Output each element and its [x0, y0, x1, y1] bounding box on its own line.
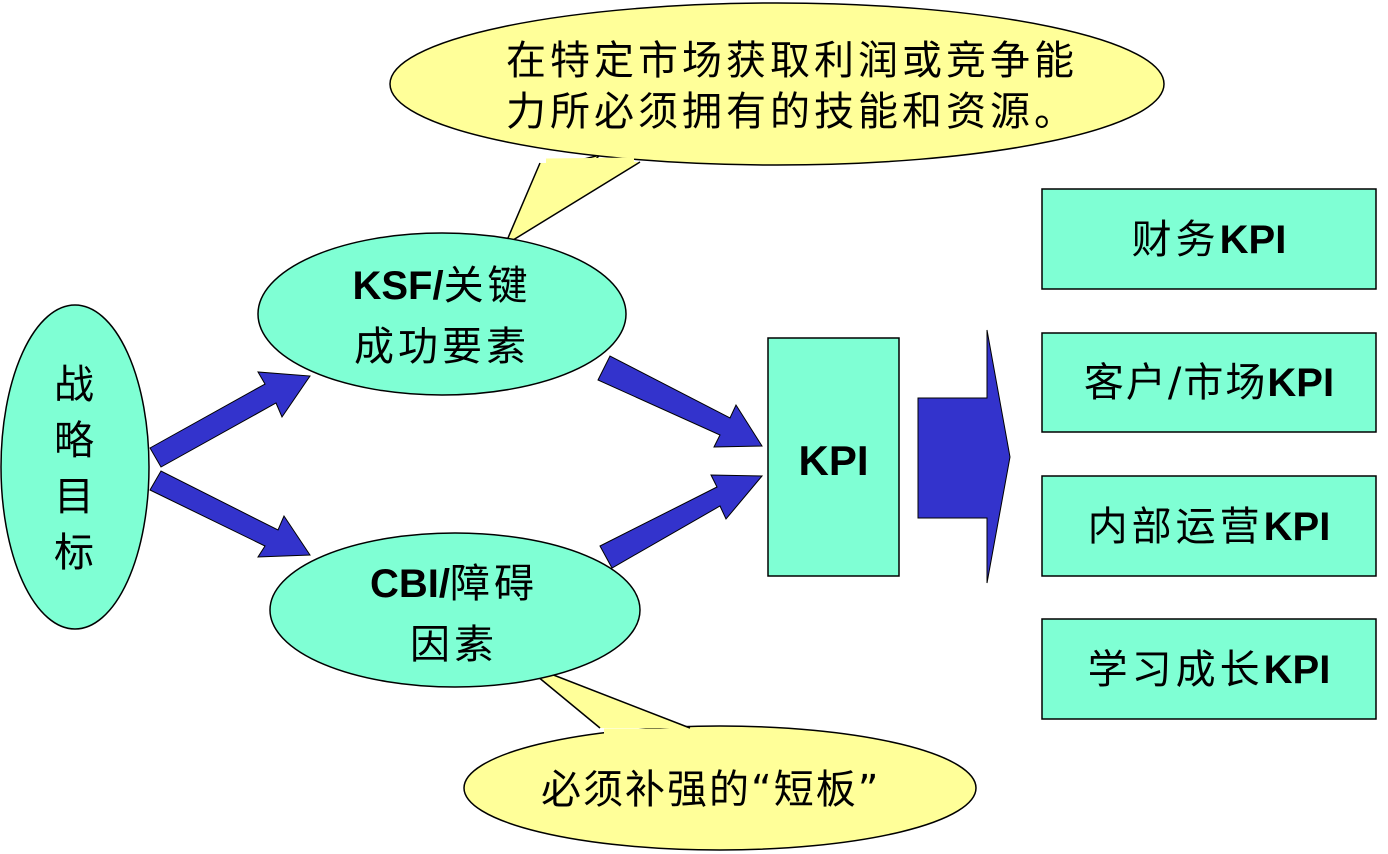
strategy-char-2: 略	[54, 418, 94, 464]
kpi-learning-suffix: KPI	[1263, 648, 1331, 692]
kpi-internal-prefix: 内部运营	[1087, 504, 1264, 550]
ksf-code: KSF/	[352, 264, 444, 308]
ksf-callout-line1: 在特定市场获取利润或竞争能	[506, 38, 1078, 84]
ksf-ellipse	[257, 232, 627, 396]
cbi-code: CBI/	[370, 562, 450, 606]
strategy-char-4: 标	[54, 530, 94, 576]
ksf-label: KSF/关键	[322, 266, 562, 306]
kpi-box-internal	[1041, 475, 1377, 577]
kpi-center-label: KPI	[798, 437, 869, 484]
arrow-strategy-to-cbi	[149, 470, 311, 558]
cbi-callout-bubble	[463, 661, 977, 851]
arrow-kpi-to-categories	[917, 329, 1011, 584]
arrow-cbi-to-kpi	[599, 474, 764, 569]
kpi-customer-prefix: 客户/市场	[1083, 360, 1268, 406]
strategy-label: 战 略 目 标	[54, 357, 98, 581]
strategy-ellipse	[0, 304, 150, 630]
ksf-callout-line2: 力所必须拥有的技能和资源。	[506, 89, 1078, 135]
cbi-ellipse	[269, 532, 641, 688]
ksf-label-line2: 成功要素	[354, 324, 530, 370]
kpi-label-customer: 客户/市场KPI	[1042, 363, 1376, 403]
kpi-finance-suffix: KPI	[1219, 218, 1287, 262]
kpi-finance-prefix: 财务	[1131, 217, 1220, 263]
cbi-label: CBI/障碍	[334, 564, 574, 604]
ksf-callout-bubble	[389, 2, 1165, 247]
kpi-box-customer	[1041, 332, 1377, 433]
strategy-char-1: 战	[54, 362, 94, 408]
cbi-title-rest: 障碍	[450, 561, 538, 607]
kpi-box-finance	[1041, 188, 1377, 290]
strategy-char-3: 目	[54, 474, 94, 520]
arrow-ksf-to-kpi	[597, 355, 763, 448]
ksf-title-rest: 关键	[443, 263, 532, 309]
kpi-box-learning	[1041, 618, 1377, 720]
cbi-label-line2: 因素	[410, 622, 498, 668]
kpi-customer-suffix: KPI	[1267, 361, 1335, 405]
kpi-center-box	[767, 337, 900, 577]
kpi-learning-prefix: 学习成长	[1087, 647, 1264, 693]
kpi-internal-suffix: KPI	[1263, 505, 1331, 549]
kpi-label-internal: 内部运营KPI	[1042, 507, 1376, 547]
cbi-callout-text: 必须补强的“短板”	[541, 767, 881, 813]
kpi-label-learning: 学习成长KPI	[1042, 650, 1376, 690]
arrow-strategy-to-ksf	[149, 371, 311, 468]
kpi-label-finance: 财务KPI	[1042, 220, 1376, 260]
